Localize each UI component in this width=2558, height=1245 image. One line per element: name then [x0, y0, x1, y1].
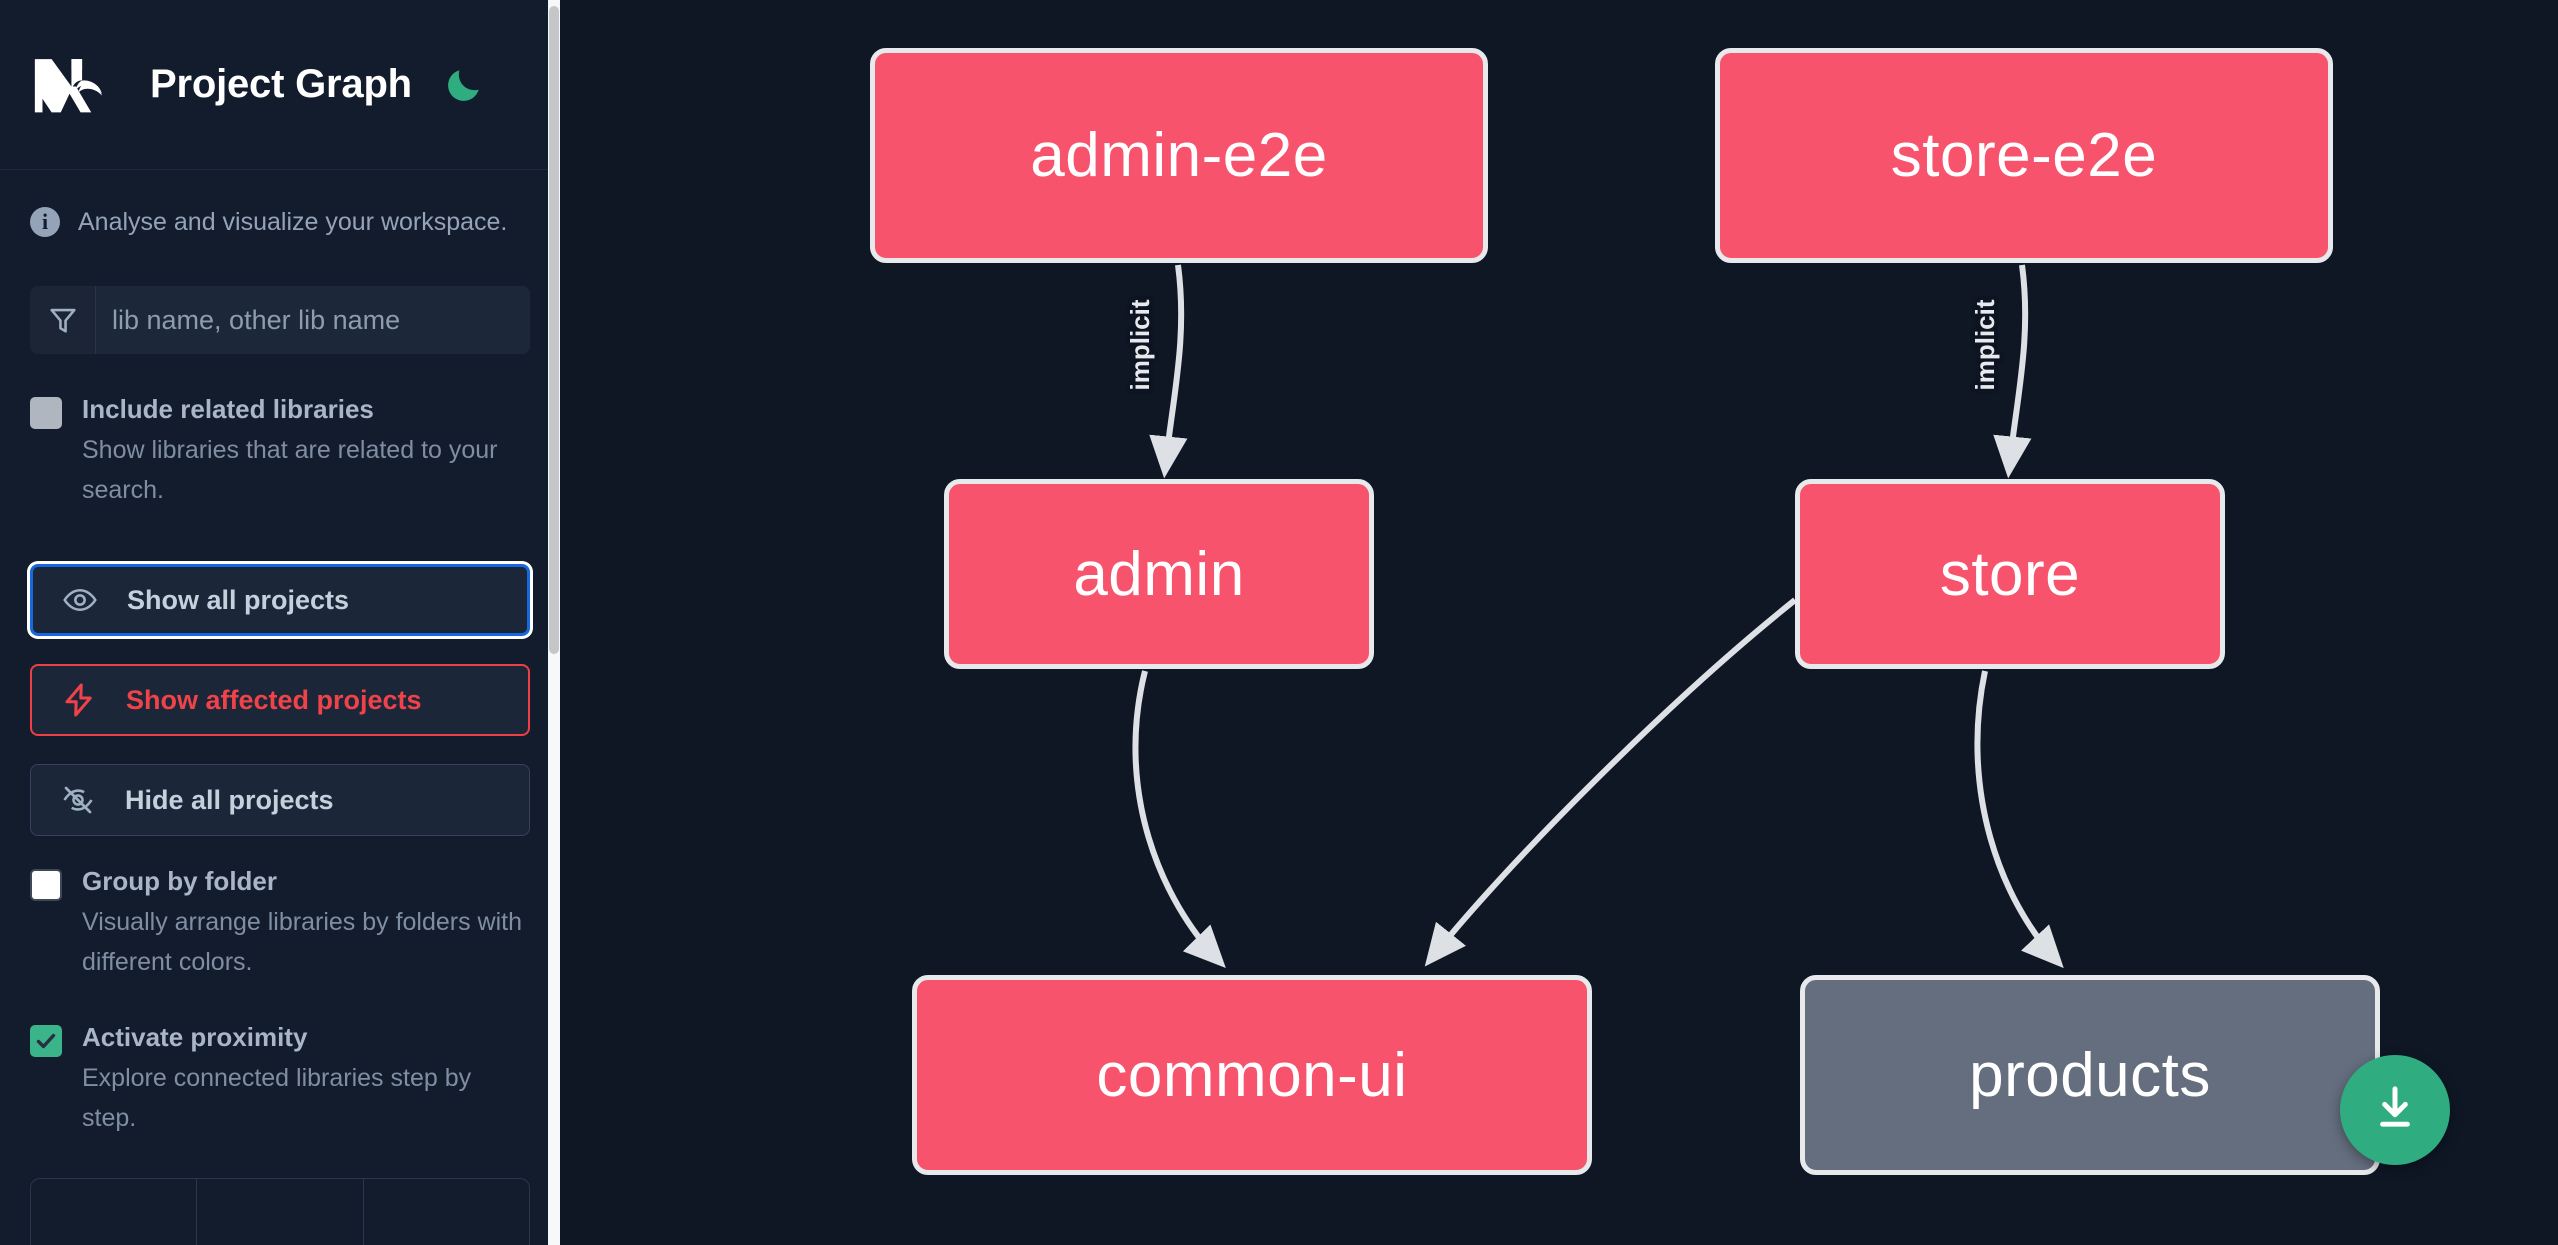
sidebar-header: Project Graph — [0, 0, 560, 170]
show-all-projects-button[interactable]: Show all projects — [30, 564, 530, 636]
nx-logo-icon — [30, 53, 122, 117]
checkbox-group-by-folder[interactable] — [30, 869, 62, 901]
edge-admin-e2e-admin — [1149, 264, 1188, 479]
download-icon — [2368, 1081, 2422, 1140]
option-include-related-libraries[interactable]: Include related libraries Show libraries… — [30, 392, 530, 510]
option-title: Group by folder — [82, 866, 277, 896]
edge-store-e2e-store — [1993, 264, 2032, 479]
node-label: common-ui — [1096, 1040, 1408, 1110]
option-description: Show libraries that are related to your … — [82, 436, 498, 504]
action-button-group: Show all projects Show affected projects — [30, 564, 530, 836]
bolt-icon — [60, 681, 98, 719]
graph-node-admin-e2e[interactable]: admin-e2e — [870, 48, 1488, 263]
hide-all-projects-label: Hide all projects — [125, 784, 334, 815]
option-group-by-folder[interactable]: Group by folder Visually arrange librari… — [30, 864, 530, 982]
node-label: store-e2e — [1890, 121, 2158, 190]
graph-node-admin[interactable]: admin — [944, 479, 1374, 669]
checkbox-activate-proximity[interactable] — [30, 1025, 62, 1057]
node-label: products — [1969, 1040, 2211, 1110]
show-affected-projects-label: Show affected projects — [126, 684, 422, 715]
option-activate-proximity[interactable]: Activate proximity Explore connected lib… — [30, 1020, 530, 1138]
eye-off-icon — [59, 781, 97, 819]
moon-icon[interactable] — [442, 63, 486, 107]
filter-icon — [30, 286, 96, 354]
option-description: Visually arrange libraries by folders wi… — [82, 908, 523, 976]
download-image-button[interactable] — [2340, 1055, 2450, 1165]
hide-all-projects-button[interactable]: Hide all projects — [30, 764, 530, 836]
graph-node-products[interactable]: products — [1800, 975, 2380, 1175]
segment-option-3[interactable] — [364, 1179, 529, 1245]
show-affected-projects-button[interactable]: Show affected projects — [30, 664, 530, 736]
edge-admin-common-ui — [1132, 670, 1226, 969]
sidebar: Project Graph i Analyse and visualize yo… — [0, 0, 560, 1245]
node-label: admin-e2e — [1030, 121, 1328, 190]
sidebar-scrollbar-thumb[interactable] — [549, 6, 559, 654]
tagline-row: i Analyse and visualize your workspace. — [0, 170, 560, 274]
node-label: admin — [1073, 539, 1245, 609]
page-title: Project Graph — [150, 62, 412, 106]
graph-node-store-e2e[interactable]: store-e2e — [1715, 48, 2333, 263]
search-field[interactable] — [30, 286, 530, 354]
option-title: Include related libraries — [82, 394, 374, 424]
option-title: Activate proximity — [82, 1022, 308, 1052]
option-description: Explore connected libraries step by step… — [82, 1064, 472, 1132]
show-all-projects-label: Show all projects — [127, 584, 350, 615]
node-label: store — [1939, 539, 2081, 609]
graph-edges — [1132, 264, 2064, 969]
graph-node-common-ui[interactable]: common-ui — [912, 975, 1592, 1175]
edge-store-common-ui — [1424, 597, 1797, 967]
tagline-text: Analyse and visualize your workspace. — [78, 207, 508, 236]
bottom-segmented-control[interactable] — [30, 1178, 530, 1245]
graph-canvas[interactable]: admin-e2e store-e2e admin store common-u… — [560, 0, 2558, 1245]
search-input[interactable] — [96, 286, 530, 354]
segment-option-2[interactable] — [197, 1179, 364, 1245]
checkbox-include-related-libraries[interactable] — [30, 397, 62, 429]
graph-node-store[interactable]: store — [1795, 479, 2225, 669]
info-icon: i — [30, 207, 60, 237]
segment-option-1[interactable] — [31, 1179, 198, 1245]
edge-store-products — [1974, 670, 2064, 969]
eye-icon — [61, 581, 99, 619]
